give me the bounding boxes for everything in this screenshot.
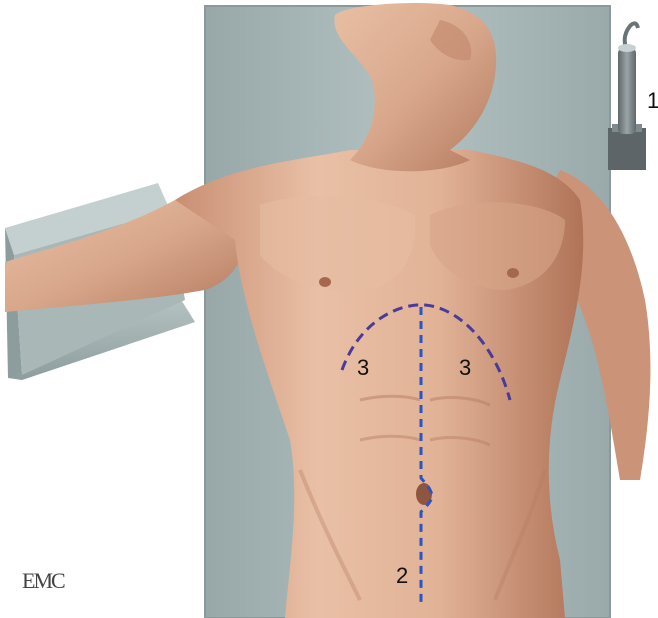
label-midline-incision: 2 bbox=[396, 563, 408, 589]
label-retractor-post: 1 bbox=[647, 88, 658, 114]
label-subcostal-incision-right: 3 bbox=[459, 355, 471, 381]
emc-logo: EMC bbox=[22, 568, 64, 594]
label-subcostal-incision-left: 3 bbox=[357, 355, 369, 381]
retractor-post bbox=[608, 23, 646, 170]
